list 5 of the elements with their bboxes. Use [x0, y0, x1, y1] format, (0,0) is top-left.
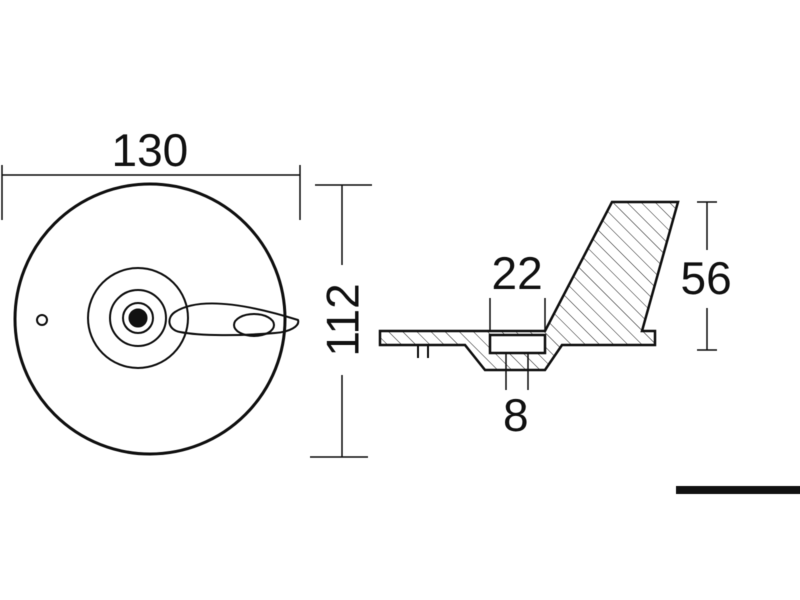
- dimension-label: 8: [503, 392, 529, 438]
- dimension-label: 56: [680, 255, 732, 301]
- dimension-label: 130: [112, 127, 188, 173]
- dimension-label: 22: [492, 250, 543, 296]
- dimension-label: 112: [319, 283, 366, 357]
